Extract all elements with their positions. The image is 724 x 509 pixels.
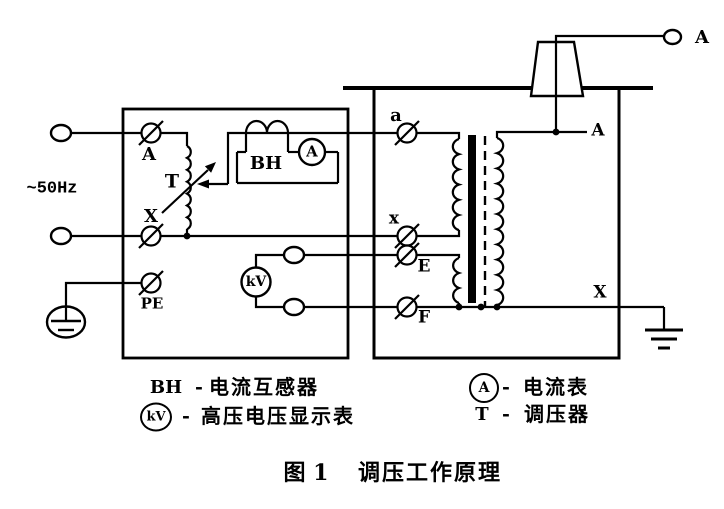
bh-label: BH <box>249 153 283 174</box>
legend-bh-dash: - <box>195 376 203 399</box>
figure-caption-title: 调压工作原理 <box>357 460 503 485</box>
frequency-label: ~50Hz <box>26 179 78 199</box>
tank-outline <box>343 86 653 360</box>
legend-kv-symbol: kV <box>146 409 166 425</box>
legend-ammeter-circle: A <box>469 373 499 403</box>
terminal-X-symbol <box>138 223 164 249</box>
source-terminal-top <box>49 123 73 143</box>
terminal-PE-label: PE <box>140 294 164 313</box>
terminal-F-symbol <box>394 294 420 320</box>
legend-t-desc: 调压器 <box>524 404 590 426</box>
kv-probe-terminal-lower <box>282 297 306 317</box>
hv-A-label: A <box>591 120 605 141</box>
legend-ammeter-desc: 电流表 <box>523 377 589 399</box>
bh-current-transformer <box>235 119 340 185</box>
regulator-wiper-arrow <box>197 179 209 189</box>
ammeter-circle <box>297 137 327 167</box>
legend-kv-desc: 高压电压显示表 <box>201 406 355 428</box>
kv-meter-label: kV <box>245 274 267 290</box>
source-terminal-bottom <box>49 226 73 246</box>
legend-bh-symbol: BH <box>149 377 183 398</box>
legend-bh-desc: 电流互感器 <box>209 377 319 399</box>
tank-terminal-F-label: F <box>417 307 431 328</box>
terminal-A-symbol <box>138 120 164 146</box>
hv-bushing-terminal-label: A <box>695 27 709 48</box>
terminal-X-label: X <box>144 206 158 227</box>
hv-output-terminal <box>662 28 683 46</box>
terminal-symbols <box>138 120 420 320</box>
earth-ground-symbol <box>645 307 683 350</box>
legend-t-symbol: T <box>475 404 489 425</box>
legend-t-dash: - <box>502 403 510 426</box>
regulator-adjust-arrow <box>161 162 216 214</box>
terminal-PE-symbol <box>138 270 164 296</box>
figure-caption-number: 图 1 <box>283 460 329 486</box>
legend-kv-dash: - <box>182 405 190 428</box>
transformer-ef-winding <box>452 256 463 307</box>
hv-X-label: X <box>593 282 607 303</box>
tank-terminal-a-label: a <box>390 105 402 126</box>
terminal-A-label: A <box>142 144 156 165</box>
kv-probe-terminal-upper <box>282 245 306 265</box>
pe-earth-electrode <box>45 305 87 339</box>
terminal-a-symbol <box>394 120 420 146</box>
transformer-secondary-winding <box>493 136 505 307</box>
bushing <box>529 28 683 132</box>
tank-terminal-x-label: x <box>388 208 400 229</box>
junction-dots <box>183 128 560 311</box>
ammeter-label: A <box>306 142 318 161</box>
legend-kv-circle: kV <box>140 402 172 432</box>
tank-terminal-E-label: E <box>417 256 431 277</box>
kv-meter-circle <box>240 245 306 317</box>
control-box-outline <box>121 107 350 360</box>
transformer-core <box>468 135 487 306</box>
legend-ammeter-symbol: A <box>478 380 490 396</box>
source-terminals <box>49 123 73 246</box>
legend-ammeter-dash: - <box>502 376 510 399</box>
wires <box>64 130 664 309</box>
transformer-primary-winding <box>451 137 463 232</box>
terminal-E-symbol <box>394 242 420 268</box>
regulator-T-label: T <box>164 170 180 193</box>
